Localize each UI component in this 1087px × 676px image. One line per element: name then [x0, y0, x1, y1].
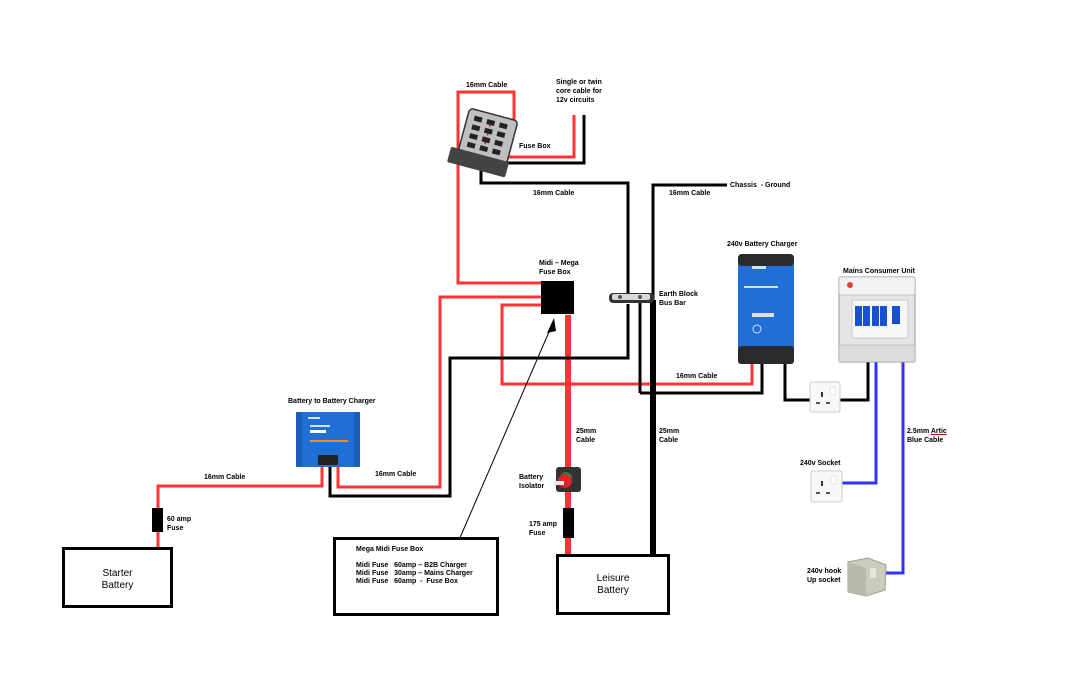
arctic-prefix: 2.5mm [907, 428, 931, 435]
fuse-175-amp [563, 508, 574, 538]
leisure-battery-label: Leisure Battery [596, 573, 630, 596]
midi-mega-fuse-box [541, 281, 574, 314]
earth-bus-bar-icon [609, 293, 654, 303]
cable-chassis-ground [638, 183, 727, 393]
note-line: Midi Fuse 60amp – B2B Charger [356, 562, 467, 569]
cable-charger-positive [500, 303, 754, 386]
fuse-box-icon [447, 108, 518, 178]
cable-fusebox-positive [456, 90, 543, 285]
b2b-charger-icon [296, 412, 360, 467]
arctic-word: Artic [930, 428, 947, 435]
label-midi-mega-fuse-box: Midi – Mega Fuse Box [539, 260, 579, 276]
negative-cables [328, 115, 870, 498]
label-socket-240v: 240v Socket [800, 460, 841, 467]
hookup-socket-icon [847, 557, 887, 597]
label-fusebox-positive-cable: 16mm Cable [466, 82, 508, 89]
arrow-head-icon [547, 318, 556, 333]
note-line: Midi Fuse 30amp – Mains Charger [356, 570, 473, 577]
label-battery-isolator: Battery Isolator [519, 474, 545, 490]
cable-b2b-negative [328, 304, 630, 498]
leisure-battery: Leisure Battery [556, 554, 670, 615]
label-fuse-box: Fuse Box [519, 143, 551, 150]
label-b2b-output-cable: 16mm Cable [375, 471, 417, 478]
cable-mains-hookup [885, 362, 905, 575]
mains-cables [842, 362, 905, 575]
mains-socket-charger-icon [809, 381, 841, 413]
battery-isolator-icon [554, 467, 581, 492]
battery-charger-icon [738, 254, 794, 364]
label-chassis-cable: 16mm Cable [669, 190, 711, 197]
label-chassis-ground: Chassis - Ground [730, 182, 791, 189]
label-fusebox-negative-cable: 16mm Cable [533, 190, 575, 197]
cable-b2b-output [336, 295, 543, 489]
mains-socket-240v-icon [810, 470, 843, 503]
label-consumer-unit: Mains Consumer Unit [843, 268, 915, 275]
consumer-unit-icon [838, 276, 916, 363]
mega-midi-fuse-note: Mega Midi Fuse Box Midi Fuse 60amp – B2B… [333, 537, 499, 616]
label-b2b-input-cable: 16mm Cable [204, 474, 246, 481]
cable-12v-circuit-negative [508, 115, 586, 165]
cable-charger-negative [640, 360, 764, 395]
label-fuse-60: 60 amp Fuse [167, 516, 192, 532]
cable-12v-circuit-positive [508, 115, 576, 159]
note-line: Midi Fuse 60amp - Fuse Box [356, 578, 458, 585]
label-arctic-blue-cable: 2.5mm Artic Blue Cable [907, 427, 947, 445]
cable-charger-mains [783, 360, 870, 402]
label-leisure-positive-cable: 25mm Cable [576, 428, 597, 444]
starter-battery: Starter Battery [62, 547, 173, 608]
label-12v-circuits-cable: Single or twin core cable for 12v circui… [556, 79, 602, 104]
label-hookup-socket: 240v hook Up socket [807, 568, 842, 584]
starter-battery-label: Starter Battery [101, 568, 134, 591]
arctic-suffix: Blue Cable [907, 437, 944, 444]
pointer-arrow [458, 324, 553, 541]
label-charger-cable: 16mm Cable [676, 373, 718, 380]
label-b2b-charger: Battery to Battery Charger [288, 398, 376, 405]
cable-fusebox-negative [479, 170, 630, 296]
label-battery-charger: 240v Battery Charger [727, 241, 798, 248]
fuse-60-amp [152, 508, 163, 532]
note-title: Mega Midi Fuse Box [356, 546, 424, 553]
label-earth-block: Earth Block Bus Bar [659, 291, 698, 307]
label-leisure-negative-cable: 25mm Cable [659, 428, 680, 444]
cable-mains-socket [842, 362, 878, 485]
label-fuse-175: 175 amp Fuse [529, 521, 558, 537]
